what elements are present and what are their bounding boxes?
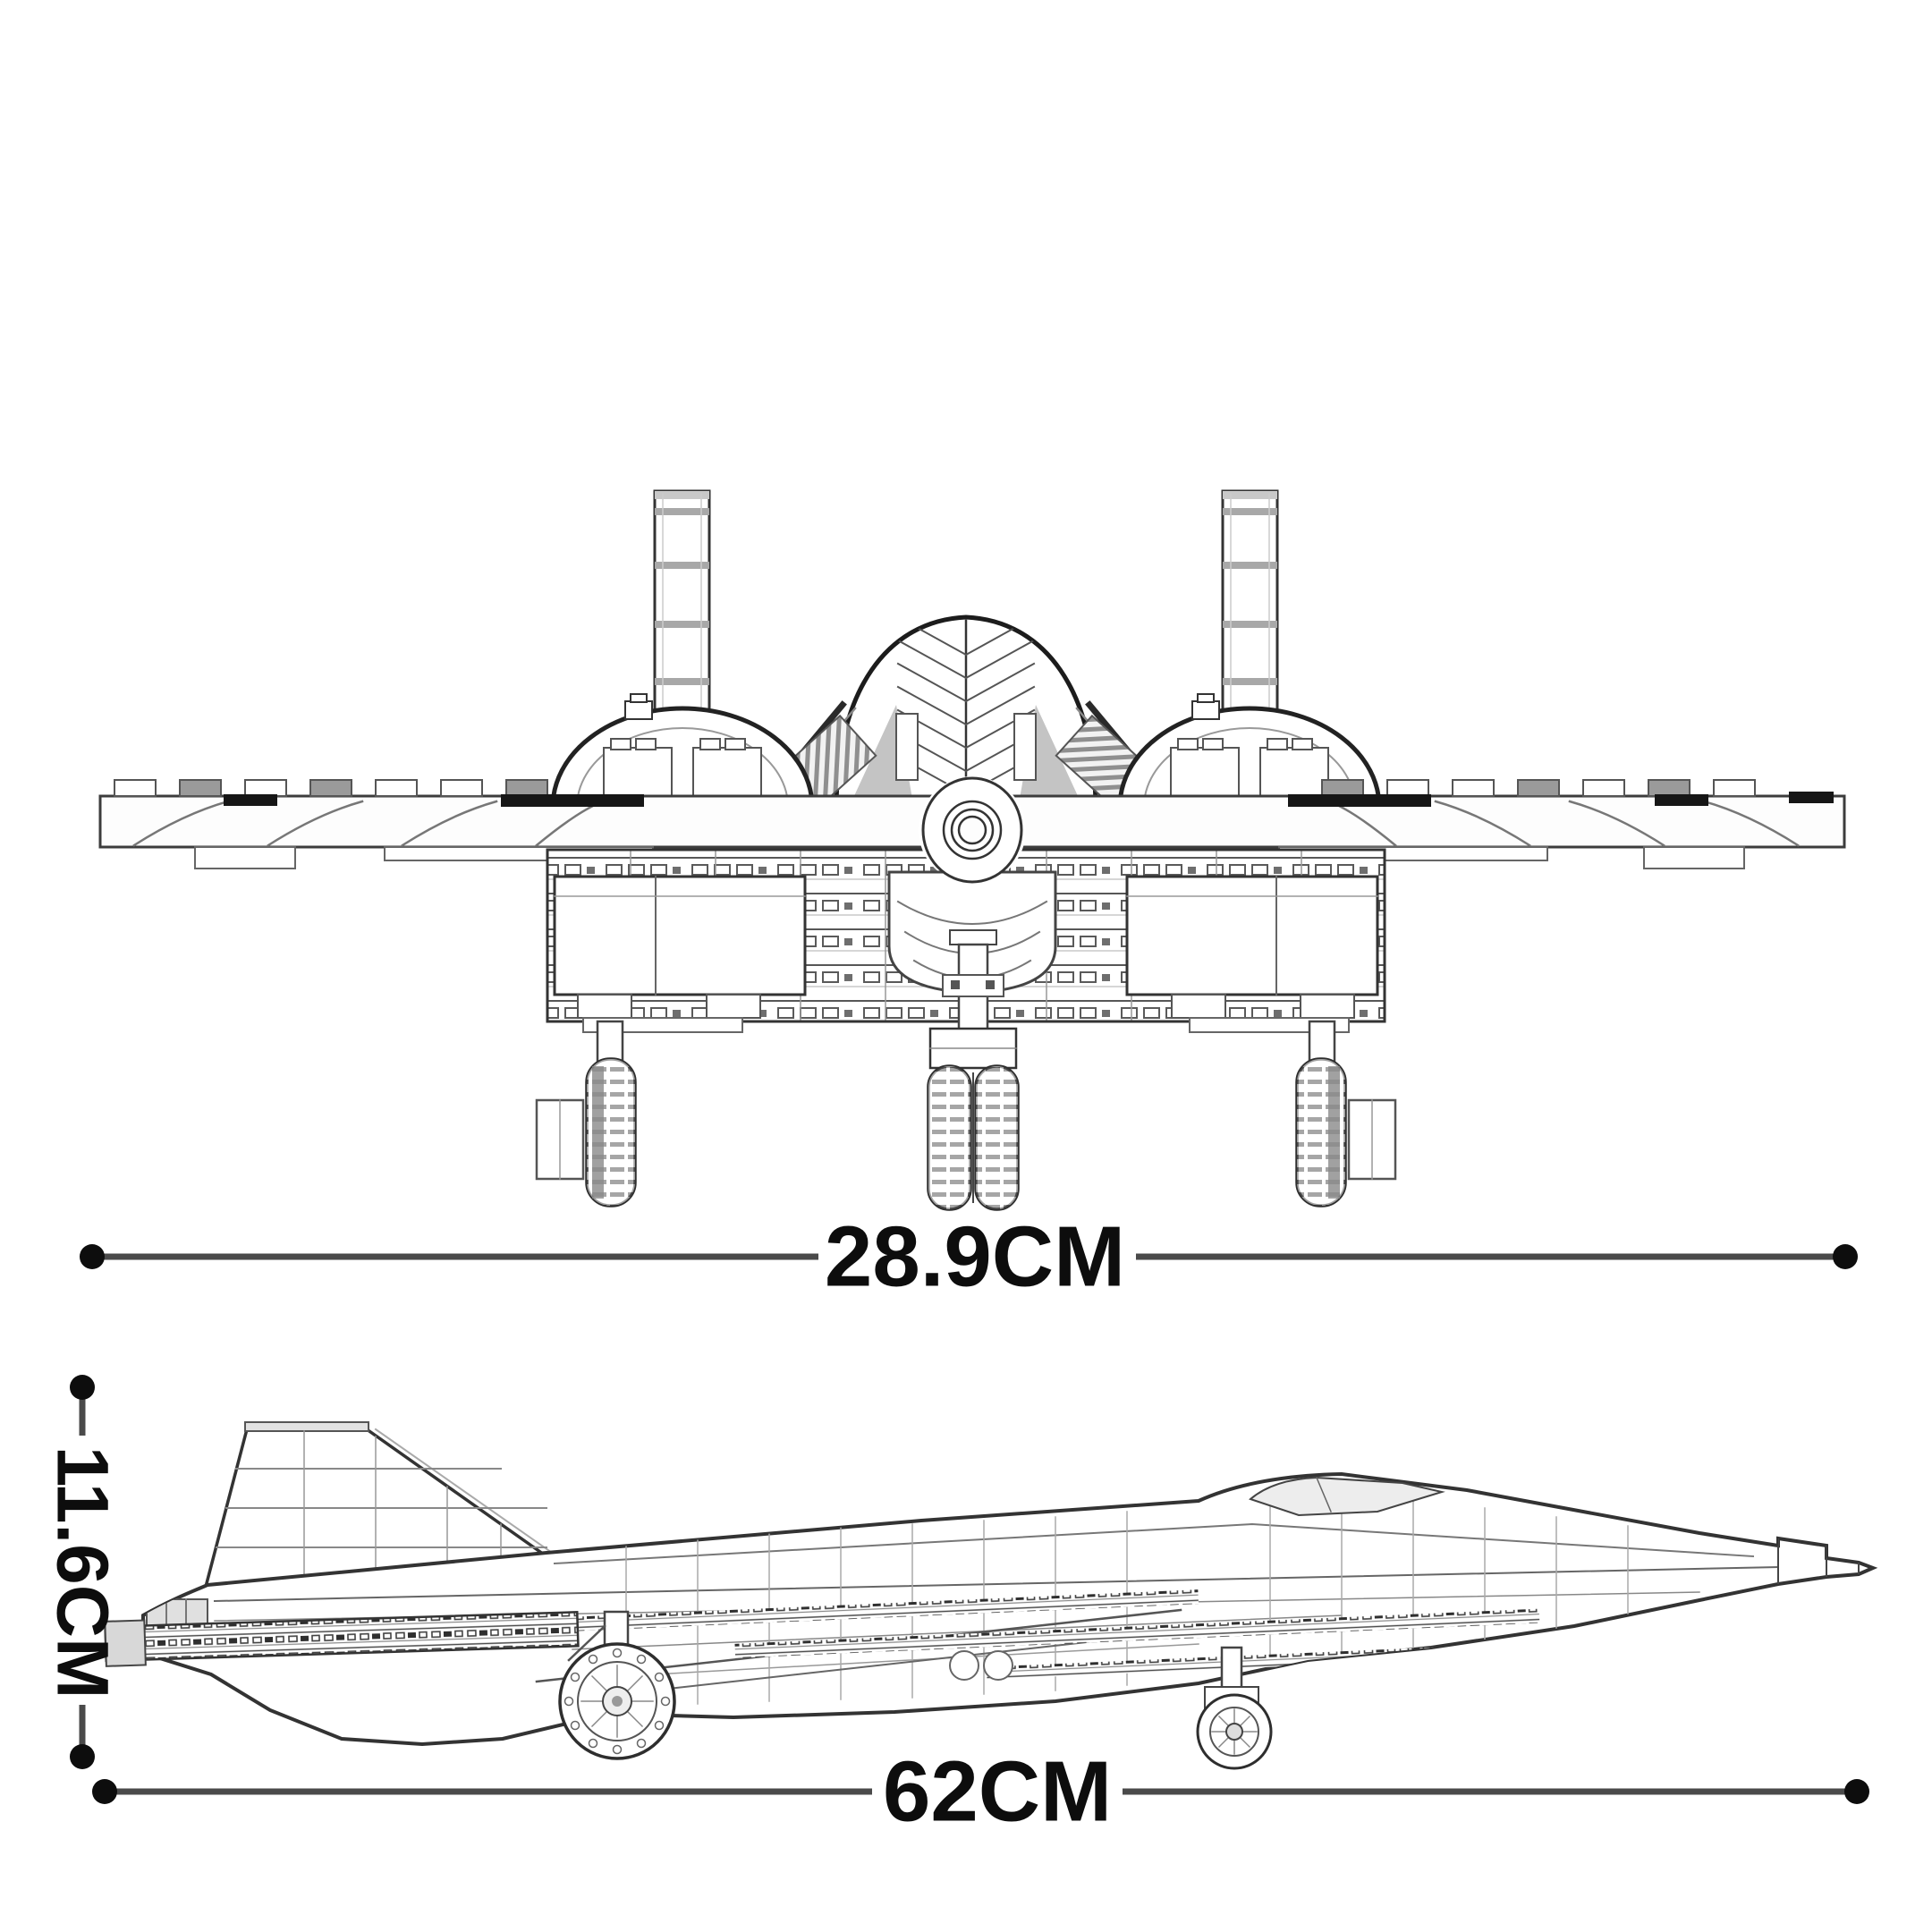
- dimension-endpoint-dot: [92, 1779, 117, 1804]
- height-label: 11.6CM: [42, 1446, 123, 1699]
- side-landing-gear: [558, 1610, 1273, 1770]
- front-view-landing-gear: [535, 929, 1397, 1211]
- front-view-drawing: [98, 489, 1846, 1211]
- dimension-endpoint-dot: [70, 1375, 95, 1400]
- length-label: 62CM: [883, 1744, 1112, 1840]
- dimension-endpoint-dot: [80, 1244, 105, 1269]
- side-view-drawing: [104, 1421, 1878, 1770]
- wingspan-label: 28.9CM: [825, 1209, 1125, 1305]
- height-dimension: 11.6CM: [42, 1375, 123, 1769]
- dimension-endpoint-dot: [1833, 1244, 1858, 1269]
- main-wheel: [558, 1642, 676, 1760]
- length-dimension: 62CM: [92, 1744, 1869, 1840]
- wingspan-dimension: 28.9CM: [80, 1209, 1858, 1305]
- dimension-endpoint-dot: [70, 1744, 95, 1769]
- side-stabilizer-strip: [104, 1610, 580, 1667]
- dimension-endpoint-dot: [1844, 1779, 1869, 1804]
- side-canopy: [1248, 1476, 1445, 1517]
- nose-wheel: [1196, 1693, 1273, 1770]
